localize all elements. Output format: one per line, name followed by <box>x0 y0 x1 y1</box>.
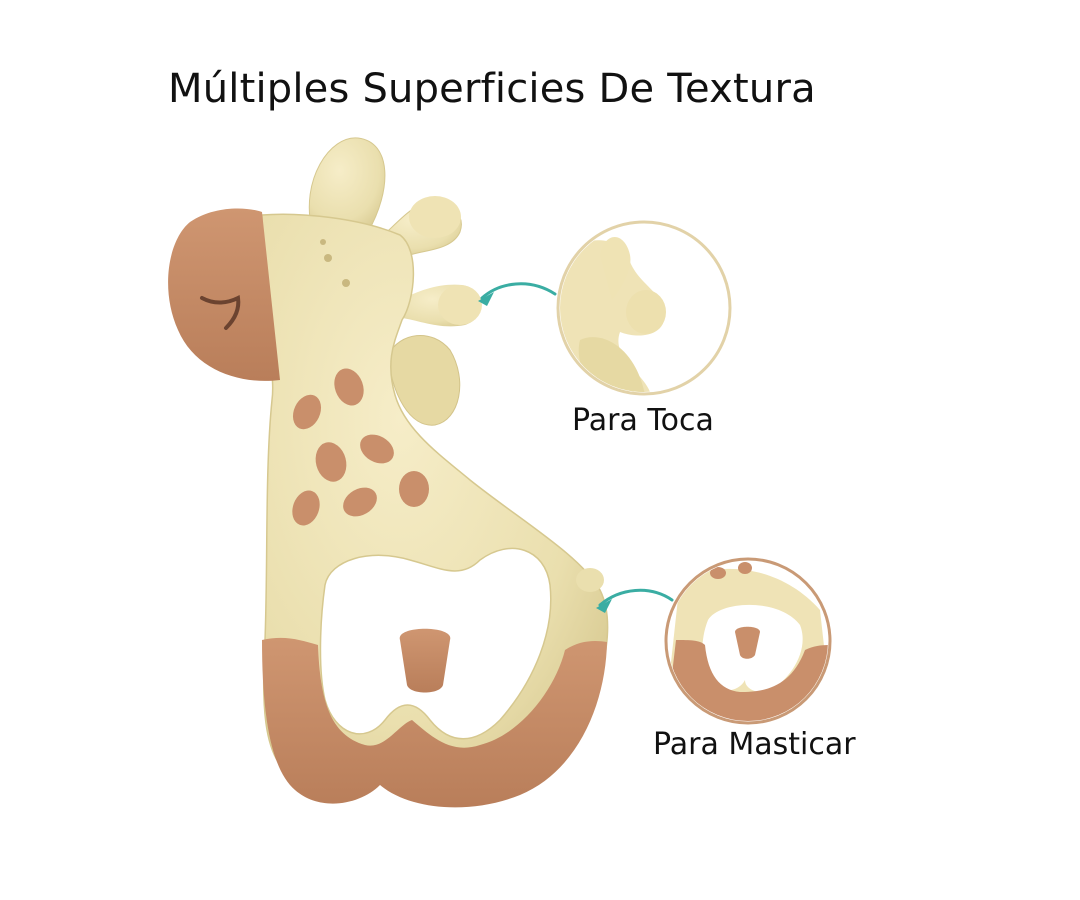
chew-arrow-icon <box>598 588 674 607</box>
page-title: Múltiples Superficies De Textura <box>168 66 816 112</box>
chew-detail-circle <box>664 557 832 725</box>
touch-caption: Para Toca <box>572 403 714 438</box>
giraffe-body <box>168 137 609 808</box>
touch-arrow-icon <box>480 282 557 300</box>
touch-detail-circle <box>556 220 732 396</box>
chew-caption: Para Masticar <box>653 727 856 762</box>
